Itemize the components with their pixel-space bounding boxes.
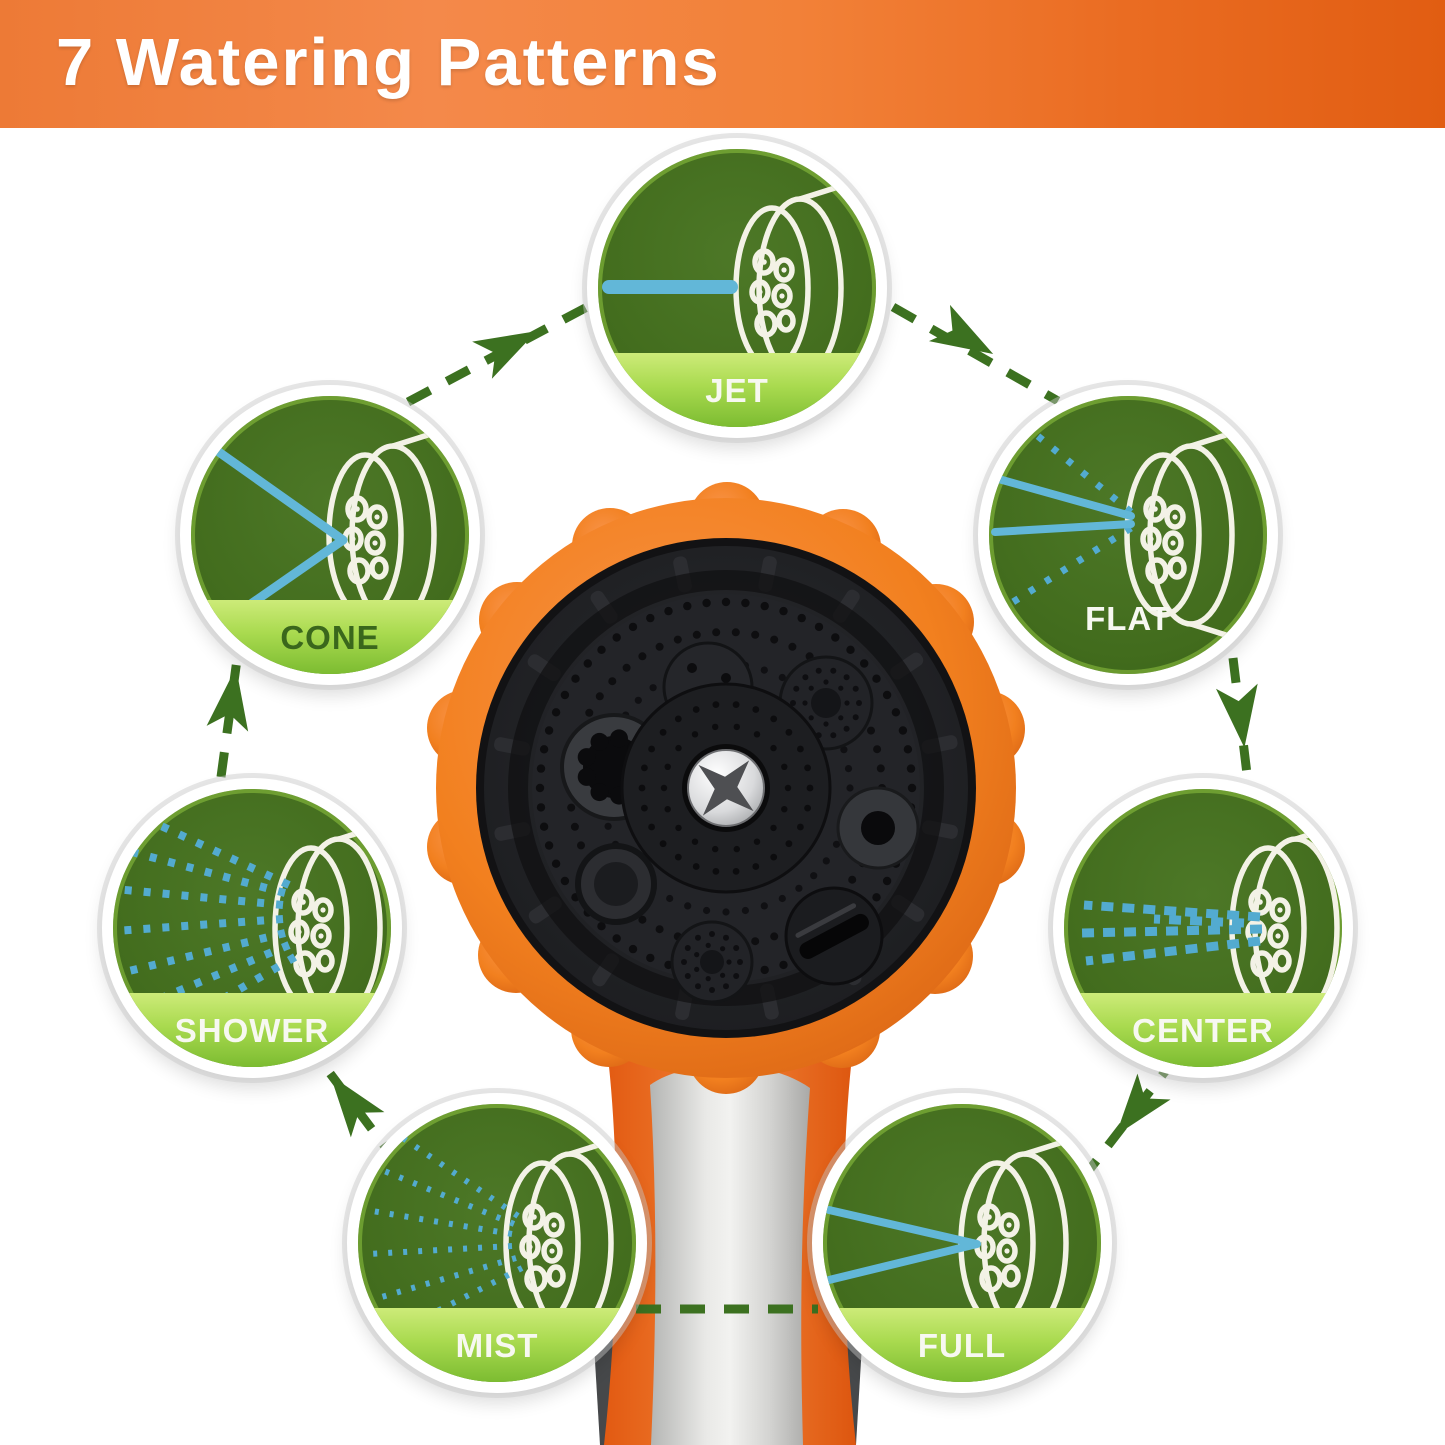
pattern-label-full: FULL [917, 1327, 1007, 1364]
pattern-circle-center: CENTER [1053, 778, 1353, 1078]
pattern-illustration-full: FULL [823, 1104, 1101, 1382]
outlet-perforated-bottom [670, 920, 754, 1004]
label-band [358, 1308, 636, 1382]
spray-center-icon [1081, 900, 1263, 966]
flow-dash-center-to-full [1076, 1053, 1181, 1185]
pattern-illustration-jet: JET [598, 149, 876, 427]
pattern-circle-jet: JET [587, 138, 887, 438]
label-band [598, 353, 876, 427]
arrowhead-icon [1215, 683, 1266, 751]
pattern-circle-full: FULL [812, 1093, 1112, 1393]
nozzle-line-art-icon [365, 1125, 636, 1382]
pattern-label-mist: MIST [455, 1327, 539, 1364]
pattern-label-cone: CONE [280, 619, 380, 656]
label-band [191, 600, 469, 674]
nozzle-handle [586, 1040, 870, 1445]
pattern-illustration-shower: SHOWER [113, 789, 391, 1067]
pattern-label-center: CENTER [1132, 1012, 1274, 1049]
nozzle-line-art-icon [991, 396, 1267, 674]
pattern-circle-cone: CONE [180, 385, 480, 685]
page-title: 7 Watering Patterns [56, 24, 721, 100]
title-banner: 7 Watering Patterns [0, 0, 1445, 128]
flow-dash-jet-to-flat [890, 303, 1061, 405]
spray-full-icon [825, 1206, 981, 1284]
pattern-label-jet: JET [705, 372, 769, 409]
outlet-round-hole [836, 786, 920, 870]
spray-jet-icon [602, 280, 738, 294]
label-band [823, 1308, 1101, 1382]
outlet-solid-ring [575, 843, 657, 925]
label-band [113, 993, 391, 1067]
outlet-slotted [784, 886, 884, 986]
nozzle-dial-face [476, 538, 976, 1038]
pattern-circle-flat: FLAT [978, 385, 1278, 685]
pattern-label-flat: FLAT [1085, 600, 1171, 637]
pattern-circle-mist: MIST [347, 1093, 647, 1393]
nozzle-line-art-icon [602, 149, 876, 427]
pattern-label-shower: SHOWER [174, 1012, 330, 1049]
label-band [1064, 993, 1342, 1067]
pattern-circle-shower: SHOWER [102, 778, 402, 1078]
pattern-illustration-mist: MIST [358, 1104, 636, 1382]
spray-flat-icon [991, 421, 1135, 605]
arrowhead-icon [928, 304, 1004, 373]
pattern-illustration-flat: FLAT [989, 396, 1267, 674]
spray-mist-icon [365, 1125, 524, 1335]
arrowhead-icon [472, 312, 547, 379]
nozzle-line-art-icon [825, 1104, 1101, 1382]
pattern-illustration-center: CENTER [1064, 789, 1342, 1067]
nozzle-line-art-icon [1081, 789, 1342, 1067]
pattern-illustration-cone: CONE [191, 396, 469, 674]
center-screw [620, 682, 832, 894]
